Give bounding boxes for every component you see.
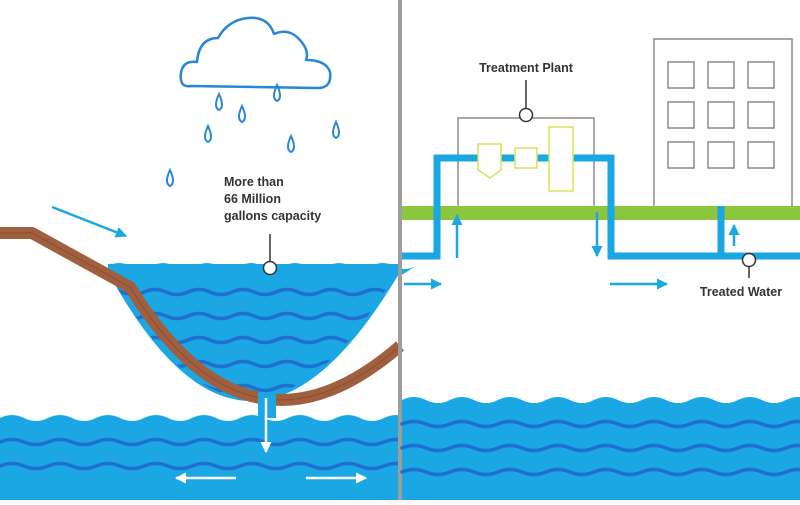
raindrop-icon — [166, 167, 174, 188]
capacity-pin-marker-icon — [262, 260, 278, 276]
equipment-column-icon — [548, 126, 574, 192]
equipment-filter-icon — [514, 147, 538, 169]
right-panel: Treatment Plant Treated Water — [400, 38, 800, 500]
raindrop-icon — [204, 123, 212, 144]
inflow-arrow-icon — [51, 205, 128, 238]
window-icon — [667, 141, 695, 169]
raindrop-icon — [287, 133, 295, 154]
window-icon — [707, 61, 735, 89]
capacity-label-line1: More than — [224, 175, 284, 189]
window-icon — [747, 101, 775, 129]
capacity-label-line2: 66 Million — [224, 192, 281, 206]
groundwater-wave-line — [400, 467, 800, 477]
window-icon — [667, 61, 695, 89]
groundwater-wave-line — [400, 443, 800, 453]
plant-equipment — [477, 126, 574, 192]
ground-band — [402, 206, 800, 220]
window-icon — [747, 61, 775, 89]
left-panel: More than 66 Million gallons capacity — [0, 16, 416, 500]
panel-divider — [398, 0, 402, 500]
building-windows — [667, 61, 775, 169]
groundwater-right — [400, 397, 800, 500]
window-icon — [667, 101, 695, 129]
window-icon — [747, 141, 775, 169]
plant-pin-marker-icon — [518, 107, 534, 123]
treated-water-label: Treated Water — [700, 285, 782, 299]
treated-water-pin-marker-icon — [741, 252, 757, 268]
treatment-plant-label: Treatment Plant — [479, 61, 574, 75]
basin-surface-wave — [108, 263, 416, 276]
raindrop-icon — [273, 82, 281, 103]
raindrop-icon — [238, 103, 246, 124]
raindrop-group — [166, 82, 340, 188]
groundwater-wave-line — [0, 437, 410, 447]
groundwater-wave-line — [0, 461, 410, 471]
groundwater-wave-line — [400, 419, 800, 429]
raindrop-icon — [215, 91, 223, 112]
cloud-icon — [179, 16, 332, 90]
equipment-tank-icon — [477, 143, 502, 179]
window-icon — [707, 141, 735, 169]
window-icon — [707, 101, 735, 129]
building-icon — [653, 38, 793, 212]
basin-wave-line — [105, 287, 400, 297]
capacity-label-line3: gallons capacity — [224, 209, 321, 223]
groundwater-left — [0, 415, 410, 500]
groundwater-fill — [0, 415, 408, 500]
raindrop-icon — [332, 119, 340, 140]
